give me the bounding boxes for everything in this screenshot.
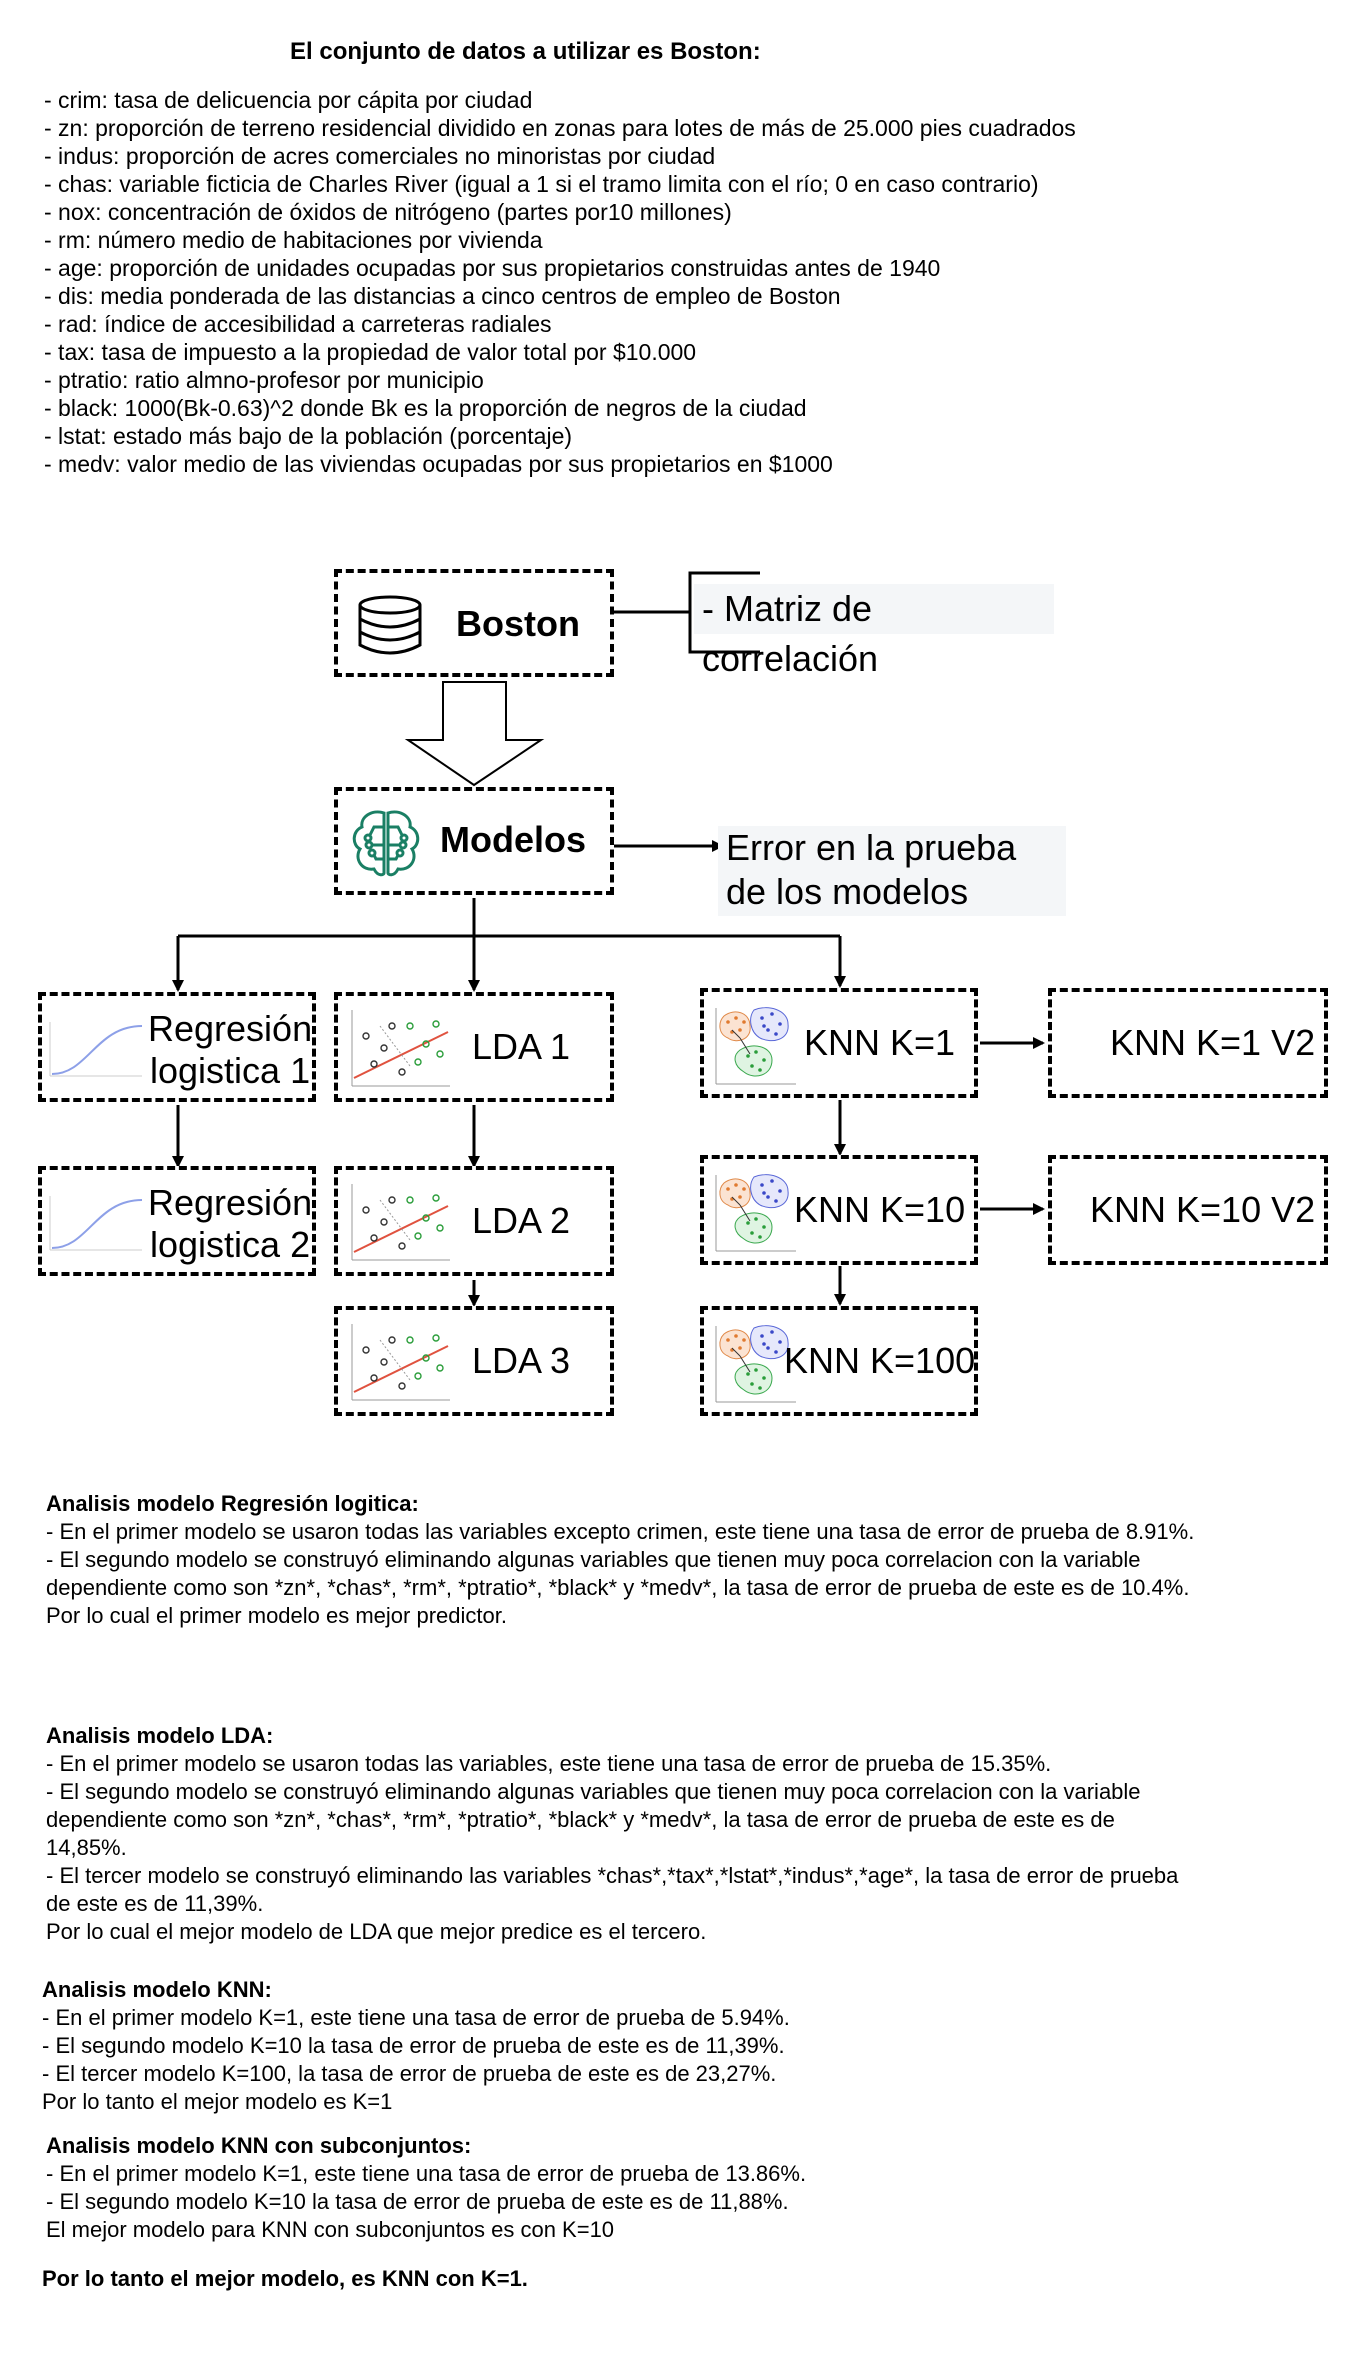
- modelos-node: Modelos: [334, 787, 614, 895]
- variable-item: - black: 1000(Bk-0.63)^2 donde Bk es la …: [44, 395, 807, 421]
- boston-note-connector: [612, 571, 760, 654]
- sigmoid-thumbnail-icon: [49, 1022, 143, 1077]
- reg2-label-line2: logistica 2: [150, 1224, 311, 1265]
- variable-item: - zn: proporción de terreno residencial …: [44, 115, 1076, 141]
- analysis-knn: Analisis modelo KNN: - En el primer mode…: [42, 1976, 790, 2116]
- modelos-note: Error en la prueba de los modelos: [718, 826, 1066, 916]
- lda-scatter-thumbnail-icon: [351, 1324, 450, 1401]
- analysis-line: - El tercer modelo K=100, la tasa de err…: [42, 2061, 777, 2086]
- analysis-line: - El tercer modelo se construyó eliminan…: [46, 1863, 1179, 1888]
- lda1-label: LDA 1: [472, 1026, 571, 1067]
- variable-item: - medv: valor medio de las viviendas ocu…: [44, 451, 833, 477]
- variable-item: - crim: tasa de delicuencia por cápita p…: [44, 87, 533, 113]
- lda-scatter-thumbnail-icon: [351, 1010, 450, 1087]
- analysis-knn-subsets-title: Analisis modelo KNN con subconjuntos:: [46, 2133, 472, 2158]
- modelos-note-line2: de los modelos: [726, 871, 969, 912]
- modelos-note-line1: Error en la prueba: [726, 827, 1017, 868]
- knn10v2-label: KNN K=10 V2: [1090, 1189, 1316, 1230]
- lda1-node: LDA 1: [334, 992, 614, 1102]
- analysis-line: - El segundo modelo se construyó elimina…: [46, 1779, 1141, 1804]
- analysis-knn-lines: - En el primer modelo K=1, este tiene un…: [42, 2004, 790, 2116]
- knn100-label: KNN K=100: [784, 1340, 976, 1381]
- sigmoid-thumbnail-icon: [49, 1196, 143, 1251]
- knn1-label: KNN K=1: [804, 1022, 956, 1063]
- variable-item: - rm: número medio de habitaciones por v…: [44, 227, 543, 253]
- reg2-label: Regresión logistica 2: [148, 1182, 312, 1266]
- reg2-node: Regresión logistica 2: [38, 1166, 316, 1276]
- brain-circuit-icon: [352, 810, 420, 877]
- reg1-node: Regresión logistica 1: [38, 992, 316, 1102]
- boston-label: Boston: [456, 603, 580, 644]
- boston-node: Boston: [334, 569, 614, 677]
- knn10-node: KNN K=10: [700, 1155, 978, 1265]
- analysis-knn-subsets: Analisis modelo KNN con subconjuntos: - …: [46, 2132, 806, 2244]
- reg1-label-line1: Regresión: [148, 1008, 313, 1049]
- conclusion: Por lo tanto el mejor modelo, es KNN con…: [42, 2265, 528, 2293]
- analysis-regression: Analisis modelo Regresión logitica: - En…: [46, 1490, 1194, 1630]
- database-icon: [358, 595, 422, 655]
- analysis-knn-subsets-lines: - En el primer modelo K=1, este tiene un…: [46, 2160, 806, 2244]
- knn10-label: KNN K=10: [794, 1189, 966, 1230]
- analysis-line: - El segundo modelo se construyó elimina…: [46, 1547, 1141, 1572]
- analysis-line: - En el primer modelo K=1, este tiene un…: [42, 2005, 790, 2030]
- analysis-line: - En el primer modelo K=1, este tiene un…: [46, 2161, 807, 2186]
- analysis-lda-lines: - En el primer modelo se usaron todas la…: [46, 1750, 1178, 1946]
- analysis-regression-lines: - En el primer modelo se usaron todas la…: [46, 1518, 1194, 1630]
- lda-scatter-thumbnail-icon: [351, 1184, 450, 1261]
- knn1v2-node: KNN K=1 V2: [1048, 988, 1328, 1098]
- variable-list: - crim: tasa de delicuencia por cápita p…: [44, 86, 1076, 478]
- variable-item: - nox: concentración de óxidos de nitróg…: [44, 199, 732, 225]
- variable-item: - dis: media ponderada de las distancias…: [44, 283, 841, 309]
- model-tree: [172, 898, 1045, 1307]
- analysis-line: dependiente como son *zn*, *chas*, *rm*,…: [46, 1575, 1190, 1600]
- analysis-line: - El segundo modelo K=10 la tasa de erro…: [46, 2189, 789, 2214]
- knn1v2-label: KNN K=1 V2: [1110, 1022, 1316, 1063]
- reg1-label-line2: logistica 1: [150, 1050, 311, 1091]
- analysis-line: - En el primer modelo se usaron todas la…: [46, 1519, 1195, 1544]
- analysis-lda-title: Analisis modelo LDA:: [46, 1723, 274, 1748]
- analysis-lda: Analisis modelo LDA: - En el primer mode…: [46, 1722, 1178, 1946]
- boston-note: - Matriz de correlación: [694, 584, 1054, 679]
- variable-item: - ptratio: ratio almno-profesor por muni…: [44, 367, 484, 393]
- variable-item: - indus: proporción de acres comerciales…: [44, 143, 716, 169]
- modelos-label: Modelos: [440, 819, 587, 860]
- analysis-line: Por lo cual el primer modelo es mejor pr…: [46, 1603, 507, 1628]
- knn-cluster-thumbnail-icon: [715, 1174, 796, 1252]
- analysis-knn-title: Analisis modelo KNN:: [42, 1977, 272, 2002]
- analysis-line: - El segundo modelo K=10 la tasa de erro…: [42, 2033, 785, 2058]
- variable-item: - age: proporción de unidades ocupadas p…: [44, 255, 941, 281]
- variable-item: - tax: tasa de impuesto a la propiedad d…: [44, 339, 697, 365]
- lda2-node: LDA 2: [334, 1166, 614, 1276]
- hollow-arrow: [404, 681, 545, 787]
- lda2-label: LDA 2: [472, 1200, 571, 1241]
- analysis-line: - En el primer modelo se usaron todas la…: [46, 1751, 1052, 1776]
- page-title: El conjunto de datos a utilizar es Bosto…: [290, 38, 761, 65]
- analysis-regression-title: Analisis modelo Regresión logitica:: [46, 1491, 419, 1516]
- analysis-line: de este es de 11,39%.: [46, 1891, 264, 1916]
- lda3-label: LDA 3: [472, 1340, 571, 1381]
- analysis-line: El mejor modelo para KNN con subconjunto…: [46, 2217, 615, 2242]
- analysis-line: Por lo cual el mejor modelo de LDA que m…: [46, 1919, 707, 1944]
- knn-cluster-thumbnail-icon: [715, 1007, 796, 1085]
- variable-item: - lstat: estado más bajo de la población…: [44, 423, 573, 449]
- reg2-label-line1: Regresión: [148, 1182, 313, 1223]
- variable-item: - rad: índice de accesibilidad a carrete…: [44, 311, 552, 337]
- knn100-node: KNN K=100: [700, 1306, 978, 1416]
- lda3-node: LDA 3: [334, 1306, 614, 1416]
- conclusion-text: Por lo tanto el mejor modelo, es KNN con…: [42, 2266, 528, 2291]
- reg1-label: Regresión logistica 1: [148, 1008, 312, 1092]
- knn1-node: KNN K=1: [700, 988, 978, 1098]
- variable-item: - chas: variable ficticia de Charles Riv…: [44, 171, 1039, 197]
- knn-cluster-thumbnail-icon: [715, 1325, 796, 1403]
- analysis-line: 14,85%.: [46, 1835, 127, 1860]
- analysis-line: Por lo tanto el mejor modelo es K=1: [42, 2089, 393, 2114]
- knn10v2-node: KNN K=10 V2: [1048, 1155, 1328, 1265]
- analysis-line: dependiente como son *zn*, *chas*, *rm*,…: [46, 1807, 1115, 1832]
